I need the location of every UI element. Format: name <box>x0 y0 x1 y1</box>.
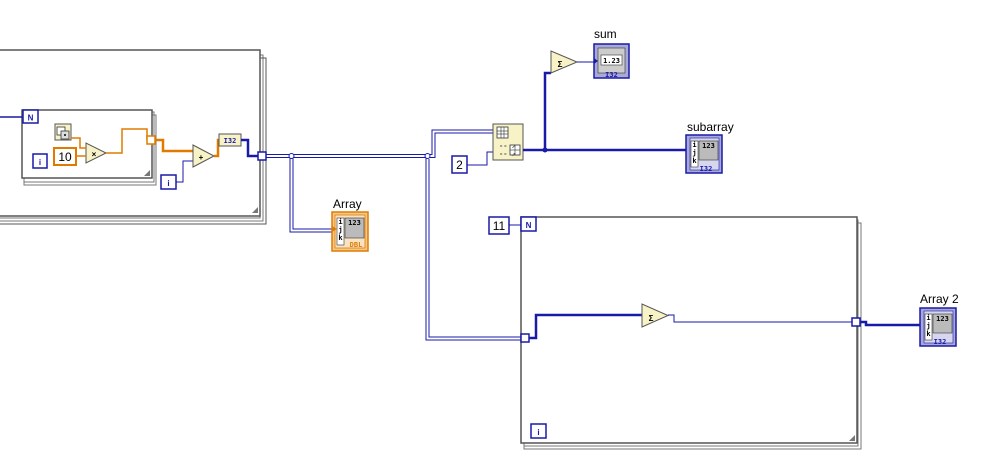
lower-loop-input-tunnel[interactable] <box>520 333 530 343</box>
lower-loop-output-tunnel[interactable] <box>851 317 861 327</box>
array2-i32-tag: I32 <box>934 338 947 346</box>
multiply-symbol: × <box>92 150 97 159</box>
array2-display-icon: 123 <box>936 315 949 323</box>
to-i32-label: I32 <box>224 137 237 145</box>
subarray-index-i: i <box>692 141 696 149</box>
inner-loop-index-terminal[interactable]: i <box>32 153 48 169</box>
inner-loop-corner-grip-icon[interactable] <box>144 170 150 176</box>
constant-ten[interactable]: 10 <box>53 147 77 166</box>
wire-convert-to-tunnel <box>241 138 258 158</box>
wire-2d-array-main <box>266 129 522 341</box>
lower-loop-index-label: i <box>537 428 539 437</box>
lower-loop-count-terminal[interactable]: N <box>520 216 537 232</box>
sum-indicator[interactable]: 1.23 I32 <box>593 43 630 79</box>
sum-node-symbol: Σ <box>558 60 563 69</box>
wire-junction-dot-3 <box>542 147 548 153</box>
constant-ten-value: 10 <box>58 150 72 164</box>
subarray-label: subarray <box>687 120 734 134</box>
inner-loop-count-terminal[interactable]: N <box>22 109 39 124</box>
array2-index-j: j <box>926 322 930 330</box>
wire-junction-dot-2 <box>424 153 431 159</box>
array2-index-k: k <box>926 330 931 338</box>
wire-array-to-add <box>155 138 193 153</box>
random-number-dice-icon[interactable] <box>54 123 72 141</box>
lower-loop-corner-grip-icon[interactable] <box>849 435 855 441</box>
wire-i-to-add <box>176 160 193 183</box>
lower-add-array-elements-node[interactable]: Σ <box>641 303 670 328</box>
wire-mult-to-tunnel <box>106 128 148 154</box>
array2-index-i: i <box>926 314 930 322</box>
inner-loop-count-label: N <box>28 114 34 123</box>
array2-label: Array 2 <box>920 292 959 306</box>
constant-eleven[interactable]: 11 <box>488 216 510 235</box>
add-array-elements-node[interactable]: Σ <box>550 50 579 74</box>
array-index-k: k <box>338 234 343 242</box>
wire-junction-dot <box>288 153 295 159</box>
array-index-i: i <box>338 218 342 226</box>
array-dbl-indicator[interactable]: i j k 123 DBL <box>331 211 369 252</box>
outer-loop-index-label: i <box>167 179 169 188</box>
lower-loop-count-label: N <box>526 221 532 230</box>
outer-loop-index-terminal[interactable]: i <box>160 174 177 190</box>
to-i32-conversion-node[interactable]: I32 <box>218 133 242 147</box>
dbl-tag: DBL <box>350 241 363 249</box>
array-label: Array <box>333 197 362 211</box>
array-display-icon: 123 <box>348 219 361 227</box>
for-loop-lower[interactable] <box>520 216 862 450</box>
add-node[interactable]: + <box>192 144 216 168</box>
svg-text:-- ↗: -- ↗ <box>499 150 516 158</box>
subarray-index-j: j <box>692 149 696 157</box>
wire-rand-to-mult <box>71 137 86 149</box>
inner-loop-output-tunnel[interactable] <box>146 135 156 145</box>
sum-i32-tag: I32 <box>605 71 618 79</box>
loop-corner-grip-icon[interactable] <box>252 207 258 213</box>
lower-loop-index-terminal[interactable]: i <box>530 423 547 439</box>
constant-eleven-value: 11 <box>493 219 506 233</box>
wire-subset-to-sum <box>543 71 551 150</box>
constant-two-value: 2 <box>456 158 463 172</box>
multiply-node[interactable]: × <box>85 142 108 164</box>
subarray-display-icon: 123 <box>702 142 715 150</box>
subarray-i32-tag: I32 <box>700 165 713 173</box>
subarray-indicator[interactable]: i j k 123 I32 <box>685 134 723 174</box>
sum-label: sum <box>594 27 617 41</box>
wire-tunnel-to-array2 <box>860 320 920 327</box>
inner-loop-index-label: i <box>39 158 41 167</box>
svg-text:-- ↗: -- ↗ <box>499 142 516 150</box>
array2-indicator[interactable]: i j k 123 I32 <box>919 307 957 347</box>
constant-two[interactable]: 2 <box>451 155 468 174</box>
outer-loop-output-tunnel[interactable] <box>257 151 267 161</box>
subarray-index-k: k <box>692 157 697 165</box>
wire-tunnel-to-lower-sum <box>529 313 642 340</box>
wire-two-to-subarray <box>467 151 493 166</box>
array-index-j: j <box>338 226 342 234</box>
add-symbol: + <box>199 153 204 162</box>
lower-sum-node-symbol: Σ <box>649 314 654 323</box>
array-subset-node[interactable]: -- ↗ -- ↗ <box>492 123 524 161</box>
wire-lower-sum-to-tunnel <box>668 314 852 323</box>
sum-numeric-display: 1.23 <box>603 57 620 65</box>
